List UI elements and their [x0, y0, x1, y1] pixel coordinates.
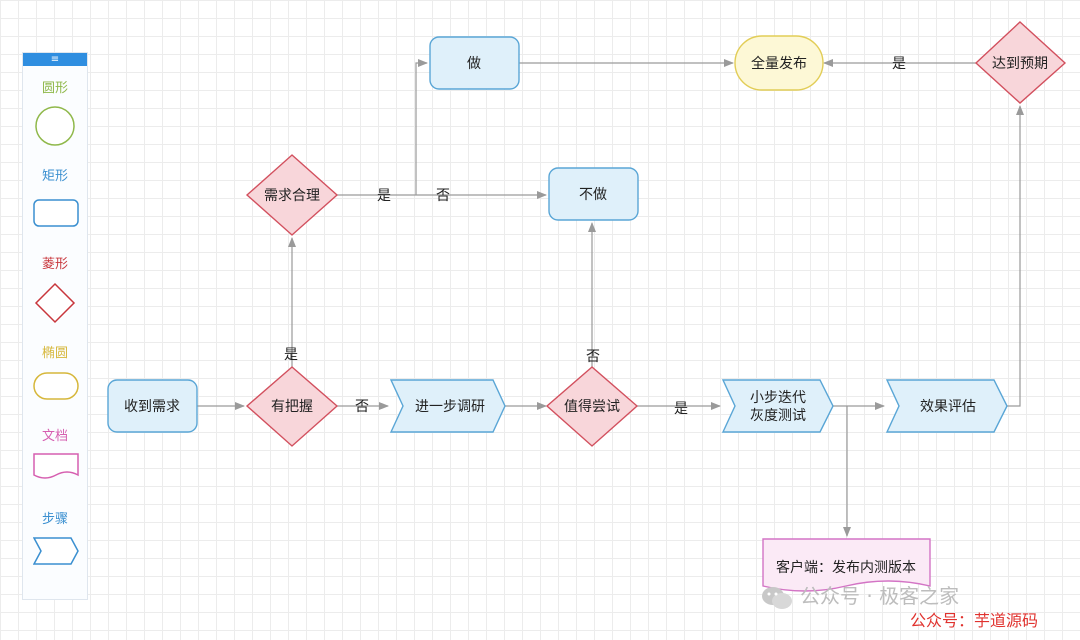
palette-label-step: 步骤 — [41, 512, 68, 527]
palette-rect-shape[interactable] — [33, 199, 79, 227]
node-gray-test[interactable]: 小步迭代 灰度测试 — [721, 379, 834, 433]
palette-label-ellipse: 椭圆 — [41, 346, 68, 361]
shape-palette: ≡ 圆形 矩形 菱形 椭圆 文档 步骤 — [22, 52, 88, 600]
watermark-account-2: 公众号：芋道源码 — [910, 611, 1039, 630]
watermark-account: 公众号 · 极客之家 — [760, 580, 959, 611]
node-evaluate[interactable]: 效果评估 — [885, 379, 1008, 433]
node-receive-label: 收到需求 — [124, 399, 180, 415]
wechat-logo-icon — [762, 586, 792, 609]
palette-circle-shape[interactable] — [34, 105, 76, 147]
node-expected-label: 达到预期 — [992, 56, 1048, 72]
node-reasonable[interactable]: 需求合理 — [245, 154, 339, 236]
node-release[interactable]: 全量发布 — [734, 35, 824, 91]
node-worth[interactable]: 值得尝试 — [545, 366, 639, 447]
node-reasonable-label: 需求合理 — [264, 188, 320, 204]
node-not-do[interactable]: 不做 — [548, 167, 639, 221]
edge-label-confident-no: 否 — [355, 399, 369, 415]
node-not-do-label: 不做 — [579, 187, 607, 203]
palette-document-shape[interactable] — [33, 453, 79, 481]
node-confident-label: 有把握 — [271, 399, 313, 415]
palette-label-document: 文档 — [41, 429, 68, 444]
node-evaluate-label: 效果评估 — [920, 399, 976, 415]
node-confident[interactable]: 有把握 — [245, 366, 339, 447]
edge-label-reasonable-no: 否 — [436, 188, 450, 204]
node-research[interactable]: 进一步调研 — [389, 379, 506, 433]
edge-evaluate-to-expected — [1007, 105, 1024, 407]
edge-label-reasonable-yes: 是 — [377, 188, 391, 204]
watermark-account-text: 公众号 · 极客之家 — [800, 584, 960, 608]
palette-label-diamond: 菱形 — [41, 257, 68, 272]
palette-label-circle: 圆形 — [41, 81, 68, 96]
palette-label-rect: 矩形 — [41, 169, 68, 184]
node-worth-label: 值得尝试 — [564, 398, 620, 415]
node-research-label: 进一步调研 — [415, 399, 485, 415]
node-gray-test-line2: 灰度测试 — [750, 408, 806, 424]
node-gray-test-line1: 小步迭代 — [750, 390, 806, 406]
node-release-label: 全量发布 — [751, 55, 807, 72]
edge-label-worth-no: 否 — [586, 349, 600, 365]
node-receive[interactable]: 收到需求 — [107, 379, 198, 433]
palette-step-shape[interactable] — [33, 537, 79, 565]
edge-label-worth-yes: 是 — [674, 401, 688, 417]
node-do-label: 做 — [467, 56, 481, 72]
node-do[interactable]: 做 — [429, 36, 520, 90]
palette-ellipse-shape[interactable] — [33, 371, 79, 401]
palette-diamond-shape[interactable] — [34, 282, 76, 324]
edge-reasonable-to-do — [415, 59, 428, 195]
node-client[interactable]: 客户端：发布内测版本 — [762, 538, 931, 592]
edges — [197, 59, 1024, 537]
node-expected[interactable]: 达到预期 — [974, 21, 1067, 104]
node-client-label: 客户端：发布内测版本 — [776, 559, 916, 576]
edge-label-confident-yes: 是 — [284, 347, 298, 363]
palette-drag-handle[interactable]: ≡ — [23, 53, 87, 66]
edge-label-expected-yes: 是 — [892, 56, 906, 72]
